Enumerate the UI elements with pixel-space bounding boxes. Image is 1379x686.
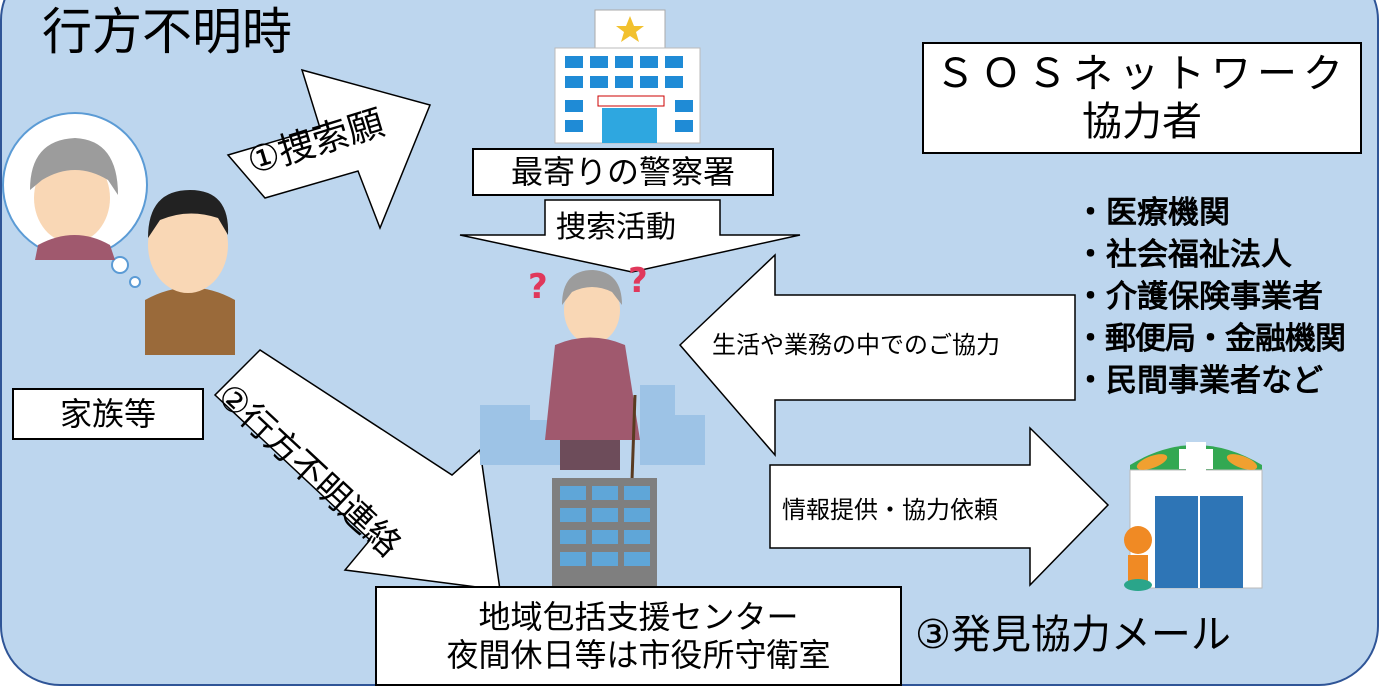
sos-network-title: ＳＯＳネットワーク — [935, 51, 1349, 97]
daily-cooperation-label: 生活や業務の中でのご協力 — [712, 331, 1000, 359]
support-center-box: 地域包括支援センター 夜間休日等は市役所守衛室 — [375, 586, 902, 686]
cooperator-list: ・医療機関 ・社会福祉法人 ・介護保険事業者 ・郵便局・金融機関 ・民間事業者な… — [1075, 192, 1346, 402]
svg-text:?: ? — [628, 261, 648, 301]
family-label: 家族等 — [12, 388, 204, 440]
mascot-icon — [1124, 526, 1152, 554]
city-skyline-icon — [480, 385, 705, 465]
svg-text:?: ? — [528, 267, 548, 307]
cooperation-arrow — [678, 253, 1076, 458]
lost-elder-icon: ? ? — [528, 261, 648, 481]
cooperator-item: ・社会福祉法人 — [1075, 237, 1292, 273]
search-request-arrow — [226, 68, 432, 231]
sos-network-subtitle: 協力者 — [1082, 99, 1202, 145]
search-activity-label: 捜索活動 — [556, 210, 676, 245]
info-request-arrow — [769, 426, 1110, 587]
family-person-icon — [145, 190, 235, 355]
cooperator-item: ・医療機関 — [1075, 195, 1230, 231]
support-center-name: 地域包括支援センター — [478, 597, 799, 636]
missing-report-arrow — [213, 349, 501, 591]
thought-bubble-small — [111, 256, 129, 274]
police-station-icon — [554, 9, 701, 144]
cooperator-item: ・郵便局・金融機関 — [1075, 321, 1346, 357]
after-hours-contact: 夜間休日等は市役所守衛室 — [446, 636, 831, 674]
center-building-icon — [552, 478, 657, 586]
cooperator-item: ・介護保険事業者 — [1075, 279, 1323, 315]
page-title: 行方不明時 — [42, 3, 292, 61]
sos-network-box: ＳＯＳネットワーク 協力者 — [922, 42, 1362, 154]
cooperator-item: ・民間事業者など — [1075, 363, 1323, 399]
hospital-icon — [1124, 442, 1263, 591]
thought-bubble-tiny — [129, 276, 141, 288]
search-activity-arrow — [459, 199, 801, 273]
info-request-label: 情報提供・協力依頼 — [782, 496, 998, 524]
police-station-label: 最寄りの警察署 — [472, 148, 774, 196]
step3-discovery-mail-label: ③発見協力メール — [915, 612, 1231, 658]
elder-face-icon — [30, 138, 118, 260]
